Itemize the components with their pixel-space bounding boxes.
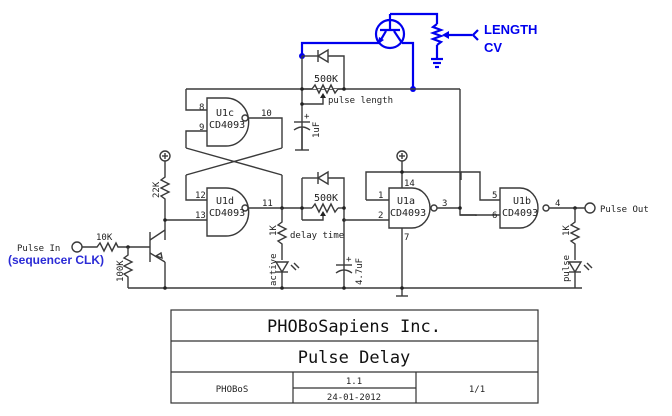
- svg-text:+: +: [346, 255, 352, 265]
- pulse-out-jack-icon[interactable]: [584, 202, 596, 214]
- pulse-out-label: Pulse Out: [600, 205, 649, 215]
- gate-u1d: [206, 187, 250, 237]
- svg-text:14: 14: [404, 179, 415, 189]
- pulse-in-note: (sequencer CLK): [8, 253, 104, 267]
- cap-4u7-label: 4.7uF: [355, 258, 365, 285]
- version: 1.1: [346, 377, 362, 387]
- gate-u1a: [388, 187, 431, 229]
- svg-text:5: 5: [492, 191, 497, 201]
- schematic-title: Pulse Delay: [298, 348, 411, 368]
- svg-text:12: 12: [195, 191, 206, 201]
- led-active-label: active: [269, 253, 279, 286]
- svg-text:8: 8: [199, 103, 204, 113]
- svg-text:9: 9: [199, 123, 204, 133]
- u1d-part: CD4093: [209, 208, 245, 219]
- cv-label-cv: CV: [484, 40, 502, 55]
- gate-u1c: [206, 97, 250, 147]
- delay-pot-icon: [311, 202, 339, 214]
- delay-pot-value: 500K: [314, 193, 338, 204]
- u1a-ref: U1a: [397, 196, 415, 207]
- pulse-in-jack-icon[interactable]: [71, 241, 83, 253]
- gate-u1b: [499, 187, 539, 229]
- r-pullup-value: 22K: [152, 181, 162, 198]
- input-stage: 22K Pulse In (sequencer CLK) 10K 100K: [8, 150, 582, 290]
- input-resistor-icon: [82, 241, 150, 253]
- u1a-part: CD4093: [390, 208, 426, 219]
- u1b-part: CD4093: [502, 208, 538, 219]
- cap-1uf-label: 1uF: [312, 122, 322, 138]
- svg-text:3: 3: [442, 199, 447, 209]
- cv-pot-icon: [429, 23, 445, 46]
- delay-network: 500K + 4.7uF: [300, 170, 389, 290]
- diode-icon: [316, 48, 329, 64]
- r-pulse-value: 1K: [562, 225, 572, 236]
- svg-text:6: 6: [492, 211, 497, 221]
- cv-input-jack-icon[interactable]: [471, 29, 479, 41]
- title-block: PHOBoSapiens Inc. Pulse Delay PHOBoS 1.1…: [170, 309, 539, 404]
- pulse-in-label: Pulse In: [17, 244, 60, 254]
- date: 24-01-2012: [327, 393, 381, 403]
- cv-label-length: LENGTH: [484, 22, 537, 37]
- svg-text:2: 2: [378, 211, 383, 221]
- r-input-value: 10K: [96, 233, 113, 243]
- led-pulse-label: pulse: [562, 255, 572, 282]
- u1b-section: U1b CD4093 5 6 4 Pulse Out 1K pulse: [492, 187, 649, 288]
- pulse-led-icon: [567, 261, 583, 274]
- svg-text:+: +: [304, 112, 310, 122]
- delay-diode-icon: [316, 170, 329, 186]
- pulse-led-resistor-icon: [569, 208, 581, 260]
- svg-text:10: 10: [261, 109, 272, 119]
- svg-text:13: 13: [195, 211, 206, 221]
- led-icon: [274, 261, 290, 274]
- pullup-resistor-icon: [159, 161, 171, 240]
- u1a-section: U1a CD4093 1 2 3 14 7: [365, 150, 500, 297]
- cv-modification: LENGTH CV: [299, 12, 537, 92]
- author: PHOBoS: [216, 385, 249, 395]
- pulldown-resistor-icon: [122, 247, 134, 288]
- u1c-part: CD4093: [209, 120, 245, 131]
- resistor-icon: [276, 208, 288, 260]
- svg-text:7: 7: [404, 233, 409, 243]
- latch-section: U1c CD4093 8 9 10 U1d CD4093 12 13 11 1K…: [165, 89, 344, 288]
- svg-text:11: 11: [262, 199, 273, 209]
- svg-text:4: 4: [555, 199, 560, 209]
- r-pulldown-value: 100K: [116, 260, 126, 282]
- svg-text:1: 1: [378, 191, 383, 201]
- u1c-ref: U1c: [216, 108, 234, 119]
- delay-pot-label: delay time: [290, 231, 344, 241]
- u1d-ref: U1d: [216, 196, 234, 207]
- sheet-number: 1/1: [469, 385, 485, 395]
- pulse-pot-label: pulse length: [328, 96, 393, 106]
- pulse-pot-value: 500K: [314, 74, 338, 85]
- r-active-value: 1K: [269, 225, 279, 236]
- company-name: PHOBoSapiens Inc.: [267, 317, 441, 337]
- u1b-ref: U1b: [513, 196, 531, 207]
- pulse-length-pot-icon: [311, 83, 339, 95]
